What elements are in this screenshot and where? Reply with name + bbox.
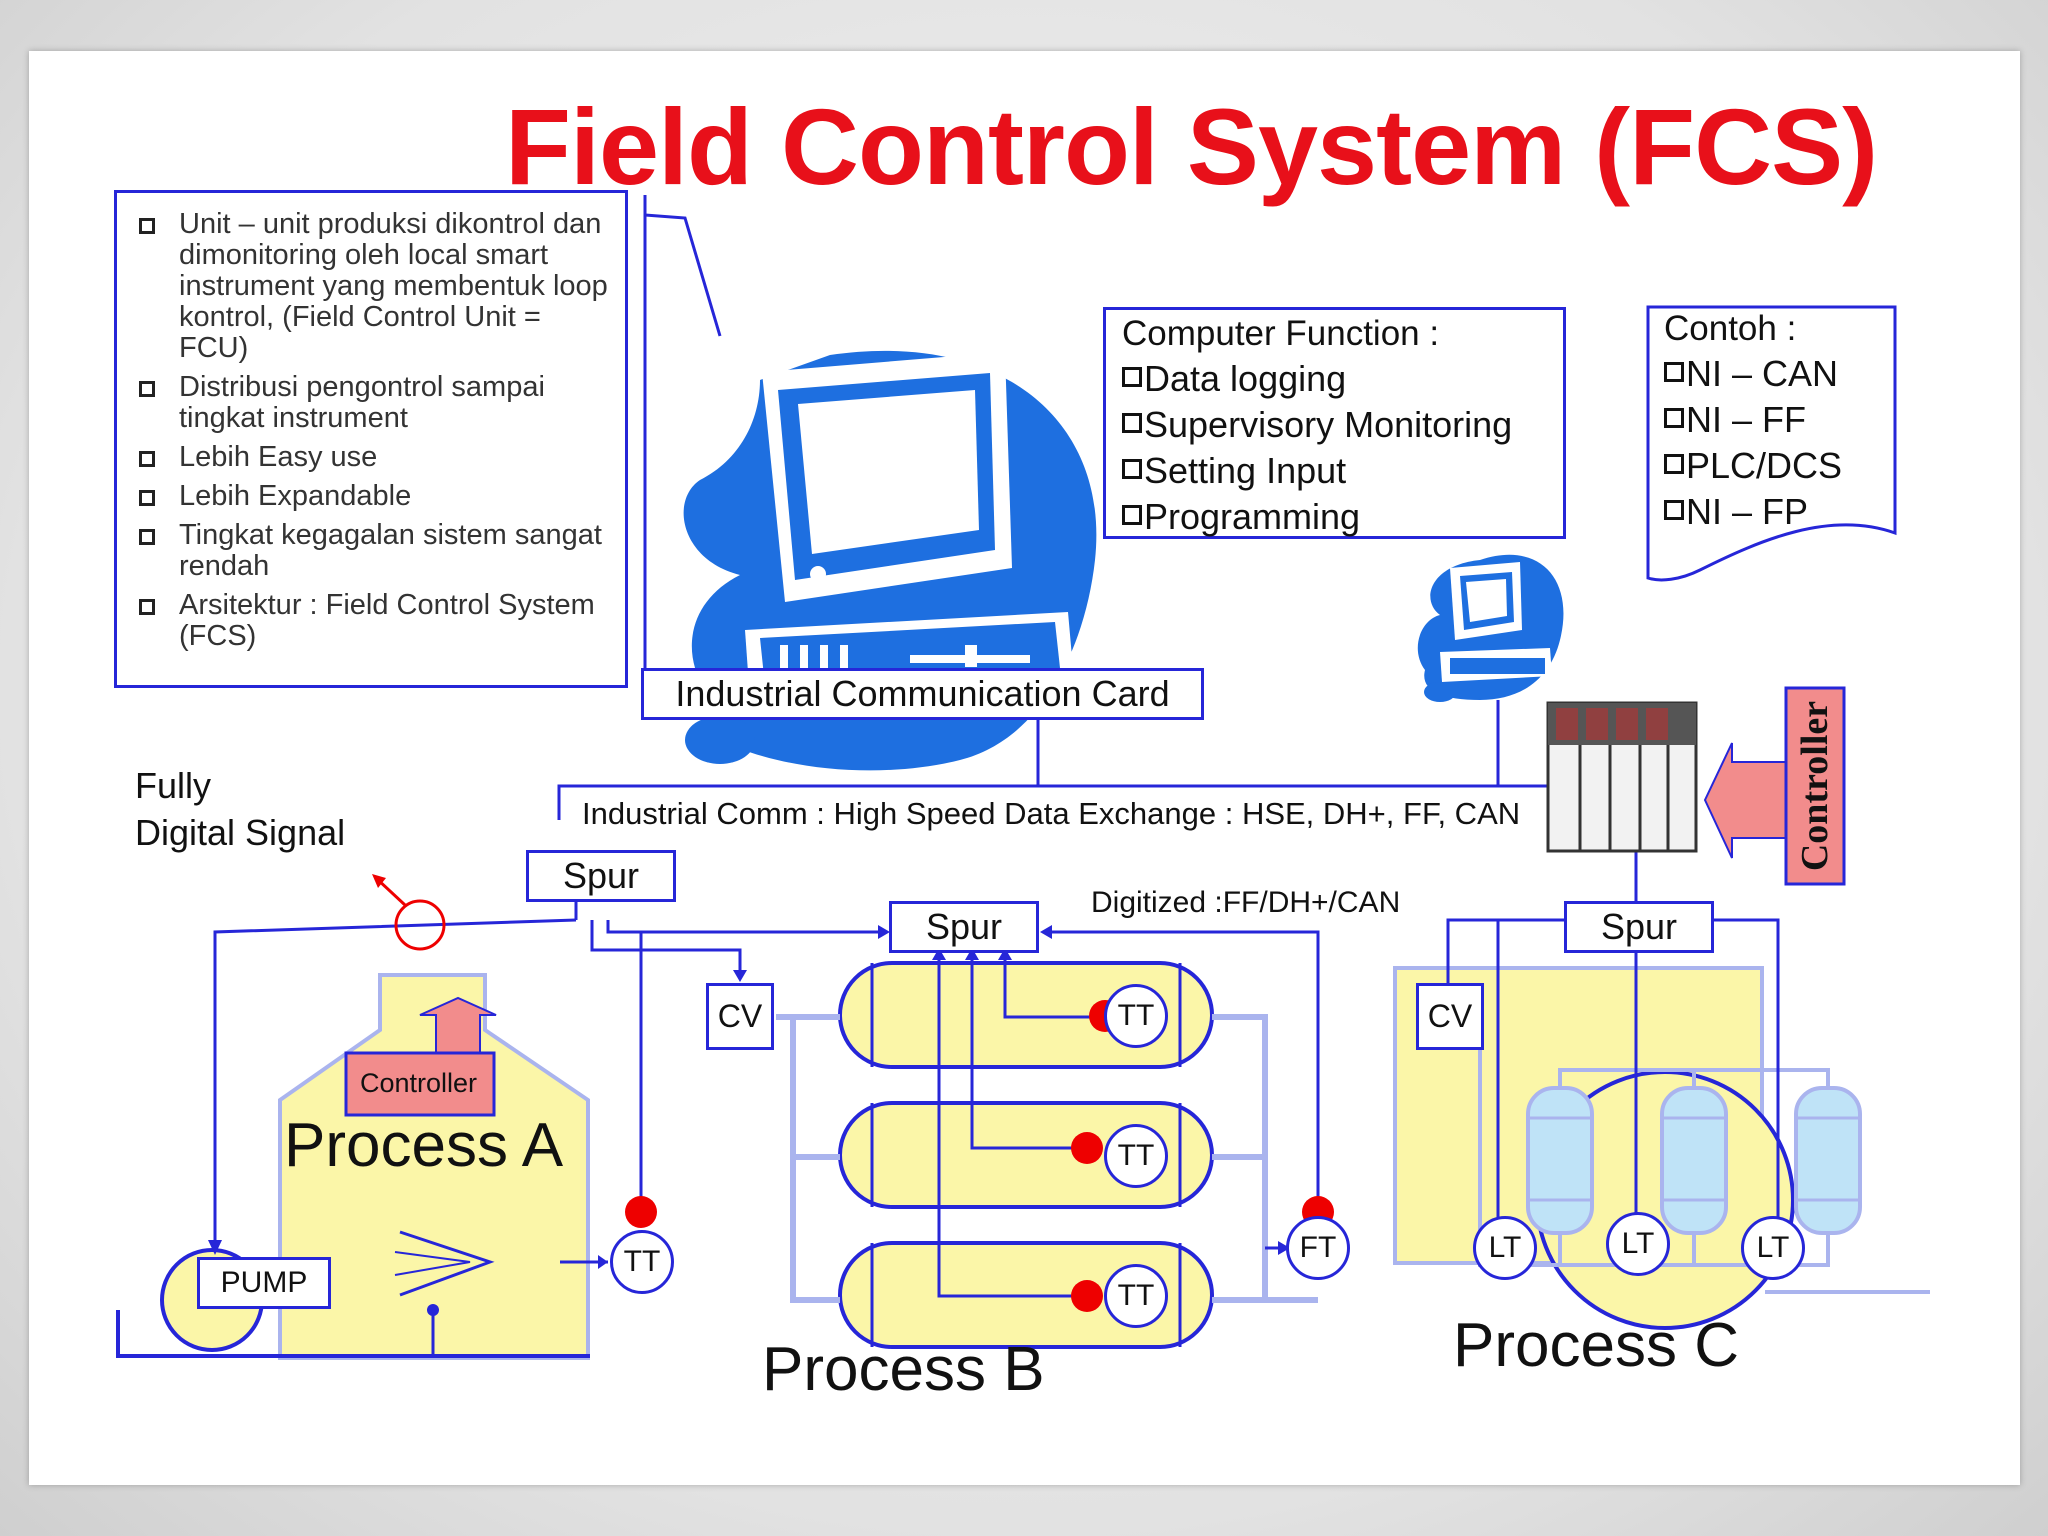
heat-exchanger-icon bbox=[394, 1230, 608, 1355]
list-item: Supervisory Monitoring bbox=[1122, 402, 1547, 448]
list-item: Programming bbox=[1122, 494, 1547, 540]
checkbox-icon bbox=[139, 490, 155, 506]
checkbox-icon bbox=[139, 599, 155, 615]
checkbox-icon bbox=[139, 381, 155, 397]
controller-arrow bbox=[1703, 686, 1846, 886]
small-computer-icon bbox=[1417, 554, 1564, 702]
features-box: Unit – unit produksi dikontrol dan dimon… bbox=[114, 190, 628, 688]
checkbox-icon bbox=[139, 451, 155, 467]
spur-b: Spur bbox=[889, 901, 1039, 953]
checkbox-icon bbox=[1664, 362, 1684, 382]
contoh-title: Contoh : bbox=[1664, 309, 1797, 348]
checkbox-icon bbox=[1122, 413, 1142, 433]
lt-c1: LT bbox=[1473, 1216, 1537, 1280]
checkbox-icon bbox=[139, 529, 155, 545]
list-item: NI – FP bbox=[1664, 489, 1894, 535]
computer-function-box: Computer Function : Data logging Supervi… bbox=[1103, 307, 1566, 539]
checkbox-icon bbox=[139, 218, 155, 234]
list-item: Lebih Expandable bbox=[121, 481, 617, 512]
process-a-label: Process A bbox=[284, 1111, 564, 1180]
fully-digital-label: Fully Digital Signal bbox=[135, 765, 346, 853]
tt-b2: TT bbox=[1104, 1124, 1168, 1188]
list-item: NI – FF bbox=[1664, 397, 1894, 443]
plc-rack-icon bbox=[1546, 701, 1698, 853]
spur-c: Spur bbox=[1564, 901, 1714, 953]
checkbox-icon bbox=[1664, 500, 1684, 520]
checkbox-icon bbox=[1122, 505, 1142, 525]
list-item: Arsitektur : Field Control System (FCS) bbox=[121, 590, 617, 652]
list-item: NI – CAN bbox=[1664, 351, 1894, 397]
process-c-label: Process C bbox=[1453, 1311, 1739, 1380]
process-b-label: Process B bbox=[762, 1335, 1045, 1404]
controller-vertical-label: Controller bbox=[1794, 700, 1836, 872]
comm-bus-label: Industrial Comm : High Speed Data Exchan… bbox=[582, 796, 1521, 831]
controller-a-label: Controller bbox=[360, 1068, 478, 1098]
tt-b3: TT bbox=[1104, 1264, 1168, 1328]
contoh-list: NI – CAN NI – FF PLC/DCS NI – FP bbox=[1664, 351, 1894, 535]
computer-function-list: Data logging Supervisory Monitoring Sett… bbox=[1122, 356, 1547, 540]
checkbox-icon bbox=[1664, 454, 1684, 474]
spur-a: Spur bbox=[526, 850, 676, 902]
lt-c3: LT bbox=[1741, 1216, 1805, 1280]
list-item: Lebih Easy use bbox=[121, 442, 617, 473]
list-item: Data logging bbox=[1122, 356, 1547, 402]
controller-a-arrow bbox=[344, 996, 497, 1117]
digitized-label: Digitized :FF/DH+/CAN bbox=[1091, 886, 1401, 919]
checkbox-icon bbox=[1122, 459, 1142, 479]
cv-b: CV bbox=[706, 983, 774, 1050]
checkbox-icon bbox=[1122, 367, 1142, 387]
list-item: Distribusi pengontrol sampai tingkat ins… bbox=[121, 372, 617, 434]
list-item: Tingkat kegagalan sistem sangat rendah bbox=[121, 520, 617, 582]
tt-a: TT bbox=[610, 1230, 674, 1294]
contoh-box: Contoh : NI – CAN NI – FF PLC/DCS NI – F… bbox=[1664, 307, 1894, 535]
list-item: PLC/DCS bbox=[1664, 443, 1894, 489]
features-list: Unit – unit produksi dikontrol dan dimon… bbox=[121, 209, 617, 652]
list-item: Setting Input bbox=[1122, 448, 1547, 494]
pump-label-box: PUMP bbox=[197, 1257, 331, 1309]
tt-b1: TT bbox=[1104, 984, 1168, 1048]
process-c-vessel bbox=[1393, 966, 1930, 1330]
industrial-comm-card: Industrial Communication Card bbox=[641, 668, 1204, 720]
valve-icon bbox=[372, 874, 446, 951]
list-item: Unit – unit produksi dikontrol dan dimon… bbox=[121, 209, 617, 364]
ft-b: FT bbox=[1286, 1216, 1350, 1280]
computer-function-title: Computer Function : bbox=[1122, 314, 1440, 353]
lt-c2: LT bbox=[1606, 1212, 1670, 1276]
page-title: Field Control System (FCS) bbox=[505, 86, 1878, 207]
cv-c: CV bbox=[1416, 983, 1484, 1050]
checkbox-icon bbox=[1664, 408, 1684, 428]
